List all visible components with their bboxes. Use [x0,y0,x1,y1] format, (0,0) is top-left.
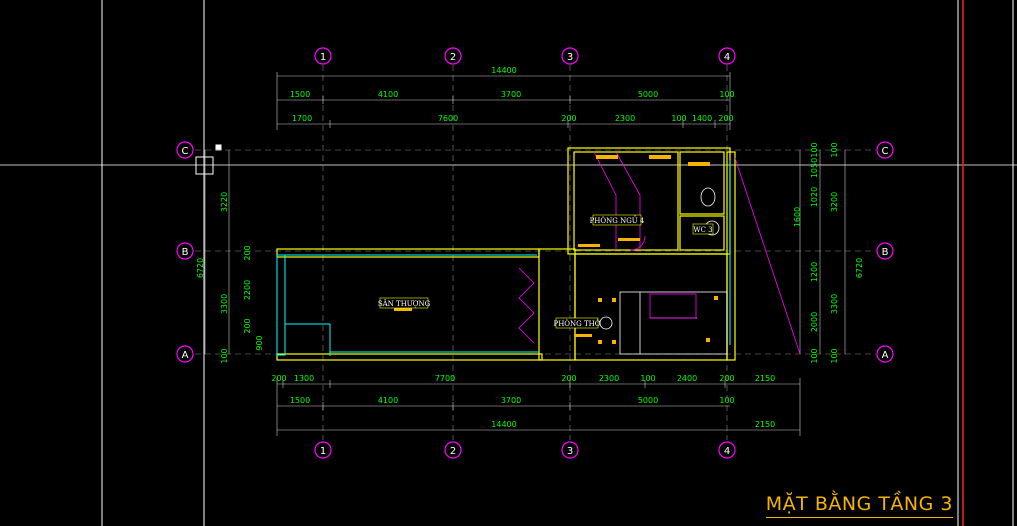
dim-top-r2-7: 200 [718,114,733,123]
dim-bot-overall: 14400 [491,420,516,429]
dim-right-r2-2: 1050 [810,158,819,178]
grid-label-c-left: C [182,146,189,157]
dim-top-r2-6: 1400 [692,114,712,123]
dim-top-r1-5: 100 [719,90,734,99]
dim-bot-r1-9: 2150 [755,374,775,383]
grid-label-c-right: C [882,146,889,157]
walls [276,147,736,361]
dim-top-r1-2: 4100 [378,90,398,99]
dim-bot-r2-2: 4100 [378,396,398,405]
dim-top-r1-4: 5000 [638,90,658,99]
grid-label-3-top: 3 [567,52,573,63]
grid-label-2-top: 2 [450,52,456,63]
dims-right: 6720 100 3200 3300 100 100 1050 1020 160… [793,142,864,363]
dim-bot-r2-5: 100 [719,396,734,405]
dim-bot-r1-1: 200 [271,374,286,383]
dim-bot-r1-7: 2400 [677,374,697,383]
grid-label-4-top: 4 [724,52,730,63]
dim-bot-r1-4: 200 [561,374,576,383]
dim-right-r2-3: 1020 [810,187,819,207]
dim-right-overall: 6720 [855,258,864,278]
dimension-ticks [282,96,726,410]
dim-top-r2-1: 1700 [292,114,312,123]
grid-label-a-left: A [182,350,189,361]
furniture-fills [394,155,718,344]
grid-label-a-right: A [882,350,889,361]
dim-bot-r1-5: 2300 [599,374,619,383]
dim-left-r2-1: 200 [243,245,252,260]
grid-bubbles-top: 1 2 3 4 [314,47,736,65]
dim-left-r2-2: 2200 [243,280,252,300]
room-label-worship: PHÒNG THỜ [553,319,600,328]
dim-right-r2-6: 2000 [810,312,819,332]
dim-left-r2-5: 100 [220,348,229,363]
dimension-lines [204,72,846,436]
dims-bottom: 200 1300 7700 200 2300 100 2400 200 2150… [271,374,775,429]
room-label-terrace: SÂN THƯỢNG [378,299,431,308]
room-label-bedroom: PHÒNG NGỦ 4 [590,215,645,225]
dim-top-r2-2: 7600 [438,114,458,123]
grid-label-1-top: 1 [320,52,326,63]
dims-left: 6720 3220 3300 200 2200 200 900 100 [196,192,264,364]
dim-right-r1-1: 100 [830,142,839,157]
dim-right-r2-5: 1200 [810,262,819,282]
dim-top-r2-3: 200 [561,114,576,123]
dims-top: 14400 1500 4100 3700 5000 100 1700 7600 … [290,66,735,123]
dim-bot-r1-3: 7700 [435,374,455,383]
dim-right-r1-2: 3200 [830,192,839,212]
dim-bot-r2-4: 5000 [638,396,658,405]
dim-bot-r1-6: 100 [640,374,655,383]
drawing-title: MẶT BẰNG TẦNG 3 [765,493,953,518]
grid-bubbles-bottom: 1 2 3 4 [314,441,736,459]
dim-bot-r2-3: 3700 [501,396,521,405]
dim-top-overall: 14400 [491,66,516,75]
dim-left-r1-1: 3220 [220,192,229,212]
dim-left-r1-2: 3300 [220,294,229,314]
dim-right-r2-7: 100 [810,348,819,363]
dim-top-r1-1: 1500 [290,90,310,99]
dim-left-r2-3: 200 [243,318,252,333]
grid-bubbles-right: C B A [876,141,894,363]
grid-label-1-bottom: 1 [320,446,326,457]
dim-left-r2-4: 900 [255,335,264,350]
room-labels: PHÒNG NGỦ 4 WC 3 SÂN THƯỢNG PHÒNG THỜ [378,214,714,329]
dim-bot-r1-2: 1300 [294,374,314,383]
dim-bot-r2-1: 1500 [290,396,310,405]
room-label-wc: WC 3 [693,226,712,234]
dim-right-r1-3: 3300 [830,294,839,314]
dim-top-r2-4: 2300 [615,114,635,123]
grid-bubbles-left: C B A [176,141,194,363]
grid-label-b-right: B [882,247,889,258]
cursor-crosshair [195,144,222,175]
dim-right-r2-1: 100 [810,142,819,157]
dim-right-r1-4: 100 [830,348,839,363]
grid-label-3-bottom: 3 [567,446,573,457]
dim-bot-r1-8: 200 [719,374,734,383]
dim-left-overall: 6720 [196,258,205,278]
glass-walls [276,160,731,356]
stair-and-fixtures [518,151,801,355]
dim-top-r2-5: 100 [671,114,686,123]
grid-label-b-left: B [182,247,189,258]
grid-label-2-bottom: 2 [450,446,456,457]
grid-label-4-bottom: 4 [724,446,730,457]
dim-bot-extra: 2150 [755,420,775,429]
dim-top-r1-3: 3700 [501,90,521,99]
dim-right-r2-4: 1600 [793,207,802,227]
